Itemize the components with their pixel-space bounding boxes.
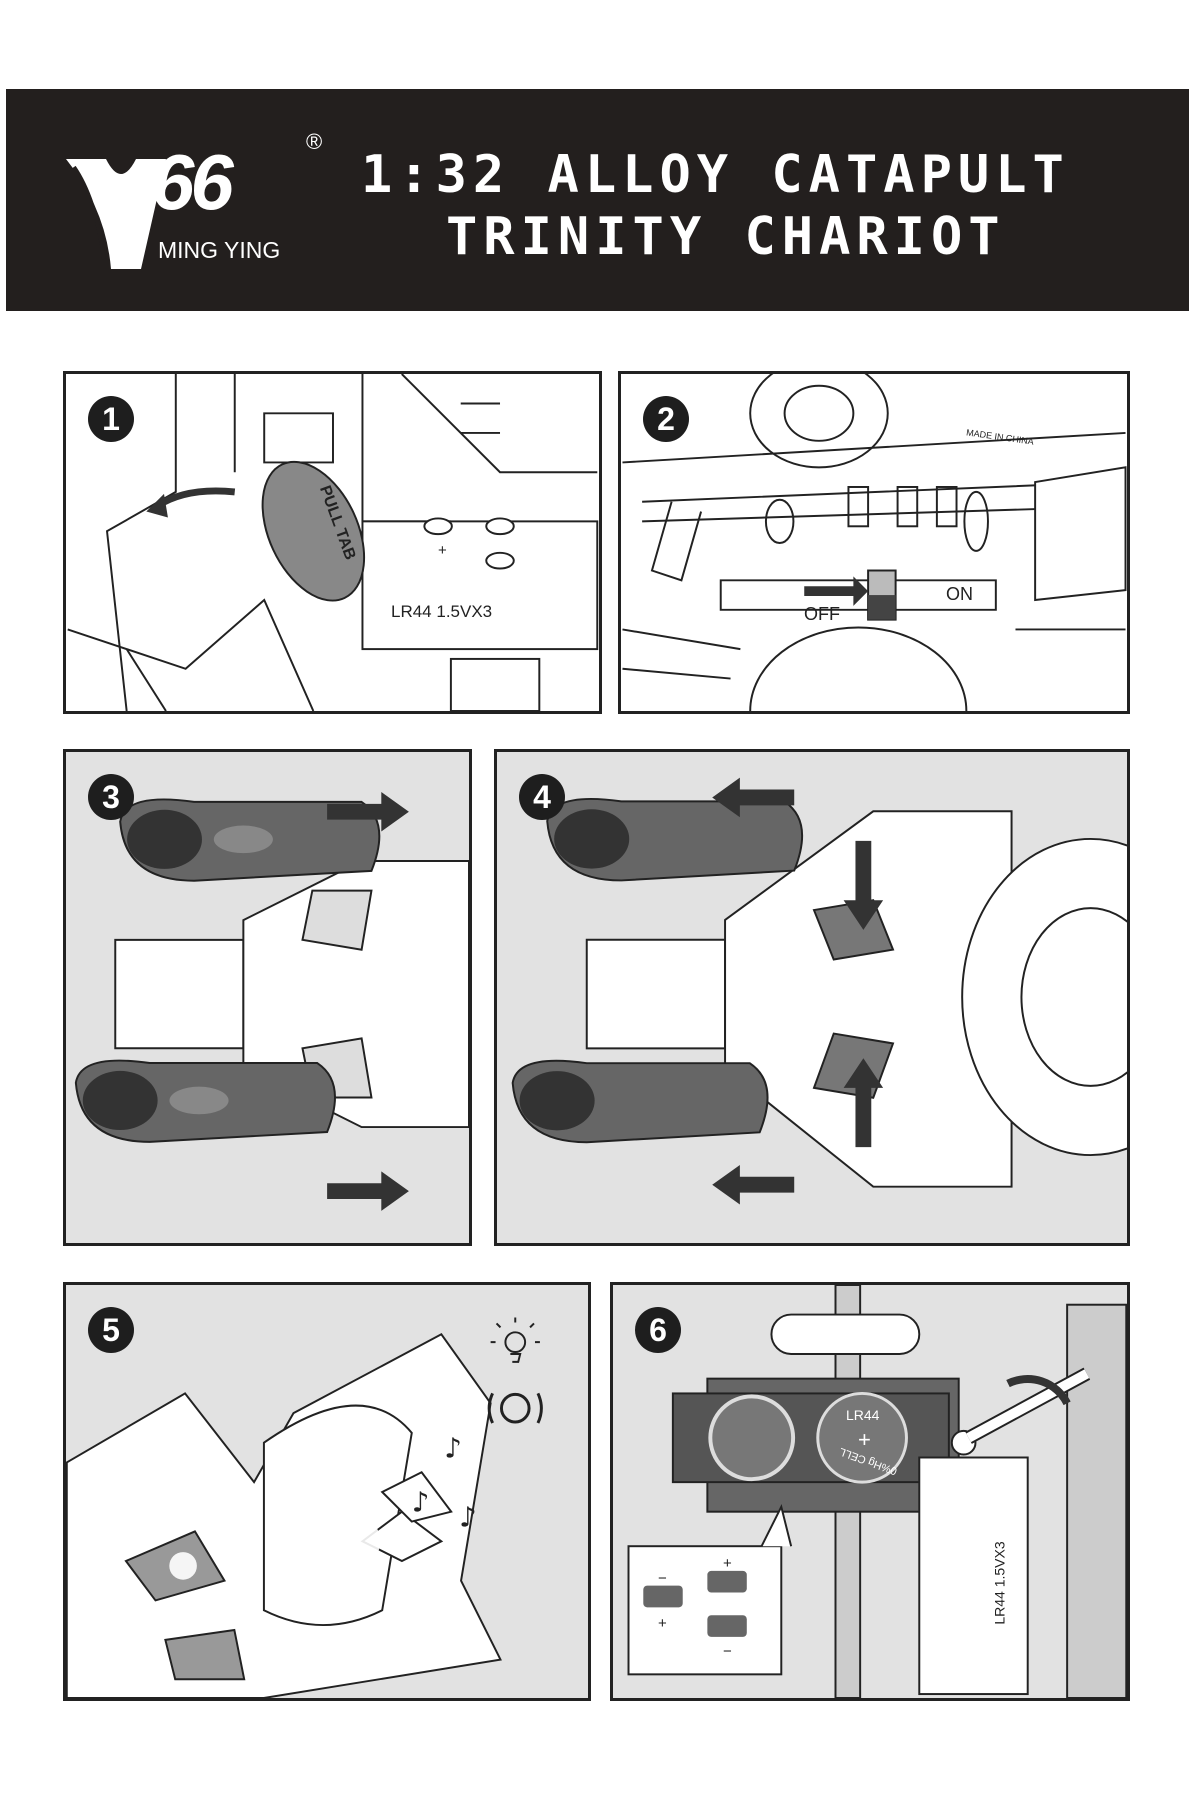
light-icon: [490, 1317, 540, 1363]
logo-y-mark-icon: [66, 159, 166, 269]
step-number: 2: [643, 396, 689, 442]
music-note-icon: ♪: [412, 1486, 430, 1519]
step-number: 1: [88, 396, 134, 442]
step-4-panel: 4: [494, 749, 1130, 1246]
logo-number: 66: [151, 138, 234, 226]
title-line-2: TRINITY CHARIOT: [446, 207, 1006, 267]
arrow-up-icon: [843, 1058, 884, 1148]
minus-mark: −: [723, 1643, 732, 1660]
arrow-right-icon: [327, 1171, 409, 1211]
coin-cell-battery: [816, 1391, 908, 1484]
step-5-panel: ♪ ♪ ♪ 5: [63, 1282, 591, 1701]
launcher-pod: [546, 798, 804, 882]
off-label: OFF: [804, 604, 840, 624]
step-number: 6: [635, 1307, 681, 1353]
step-6-illustration: [627, 1285, 1127, 1698]
arrow-right-icon: [804, 576, 869, 606]
ming-ying-logo: 66 MING YING ®: [66, 129, 336, 279]
battery-spec-label: LR44 1.5VX3: [991, 1541, 1008, 1625]
polarity-diagram: [627, 1545, 783, 1676]
arrow-left-icon: [712, 777, 795, 818]
plus-mark: +: [723, 1555, 732, 1572]
title-line-1: 1:32 ALLOY CATAPULT: [361, 145, 1070, 205]
launcher-pod: [119, 798, 381, 882]
step-3-illustration: [74, 792, 469, 1211]
step-5-illustration: ♪ ♪ ♪: [66, 1317, 543, 1698]
pull-tab[interactable]: [242, 446, 384, 617]
plus-mark: +: [658, 1615, 667, 1632]
pull-arrow-icon: [154, 487, 236, 510]
arrow-down-icon: [843, 840, 884, 930]
sound-icon: [487, 1392, 543, 1424]
rotate-arrow-icon: [1006, 1375, 1071, 1406]
music-note-icon: ♪: [459, 1500, 477, 1533]
step-6-panel: 6 LR44 + 0%Hg CELL LR44 1.5VX3 − + + −: [610, 1282, 1130, 1701]
step-1-illustration: [67, 374, 599, 711]
battery-spec-label: LR44 1.5VX3: [391, 602, 493, 621]
polarity-mark: +: [438, 542, 447, 559]
step-2-panel: 2 OFF ON MADE IN CHINA: [618, 371, 1130, 714]
logo-brand-name: MING YING: [158, 237, 281, 263]
on-label: ON: [946, 584, 973, 604]
arrow-left-icon: [712, 1164, 795, 1205]
step-number: 4: [519, 774, 565, 820]
arrow-right-icon: [327, 792, 409, 832]
battery-cover[interactable]: [918, 1456, 1029, 1696]
step-4-illustration: [511, 777, 1127, 1205]
step-number: 5: [88, 1307, 134, 1353]
registered-mark: ®: [306, 129, 323, 154]
launcher-pod: [74, 1059, 336, 1143]
cell-polarity: +: [858, 1427, 871, 1452]
music-note-icon: ♪: [444, 1431, 462, 1464]
step-2-illustration: [622, 374, 1127, 711]
step-3-panel: 3: [63, 749, 472, 1246]
title-banner: 66 MING YING ® 1:32 ALLOY CATAPULT TRINI…: [6, 89, 1189, 311]
minus-mark: −: [658, 1570, 667, 1587]
launcher-pod: [511, 1059, 769, 1144]
product-title: 1:32 ALLOY CATAPULT TRINITY CHARIOT: [361, 144, 1161, 268]
step-1-panel: 1 PULL TAB LR44 1.5VX3 +: [63, 371, 602, 714]
cell-label: LR44: [846, 1407, 880, 1423]
step-number: 3: [88, 774, 134, 820]
